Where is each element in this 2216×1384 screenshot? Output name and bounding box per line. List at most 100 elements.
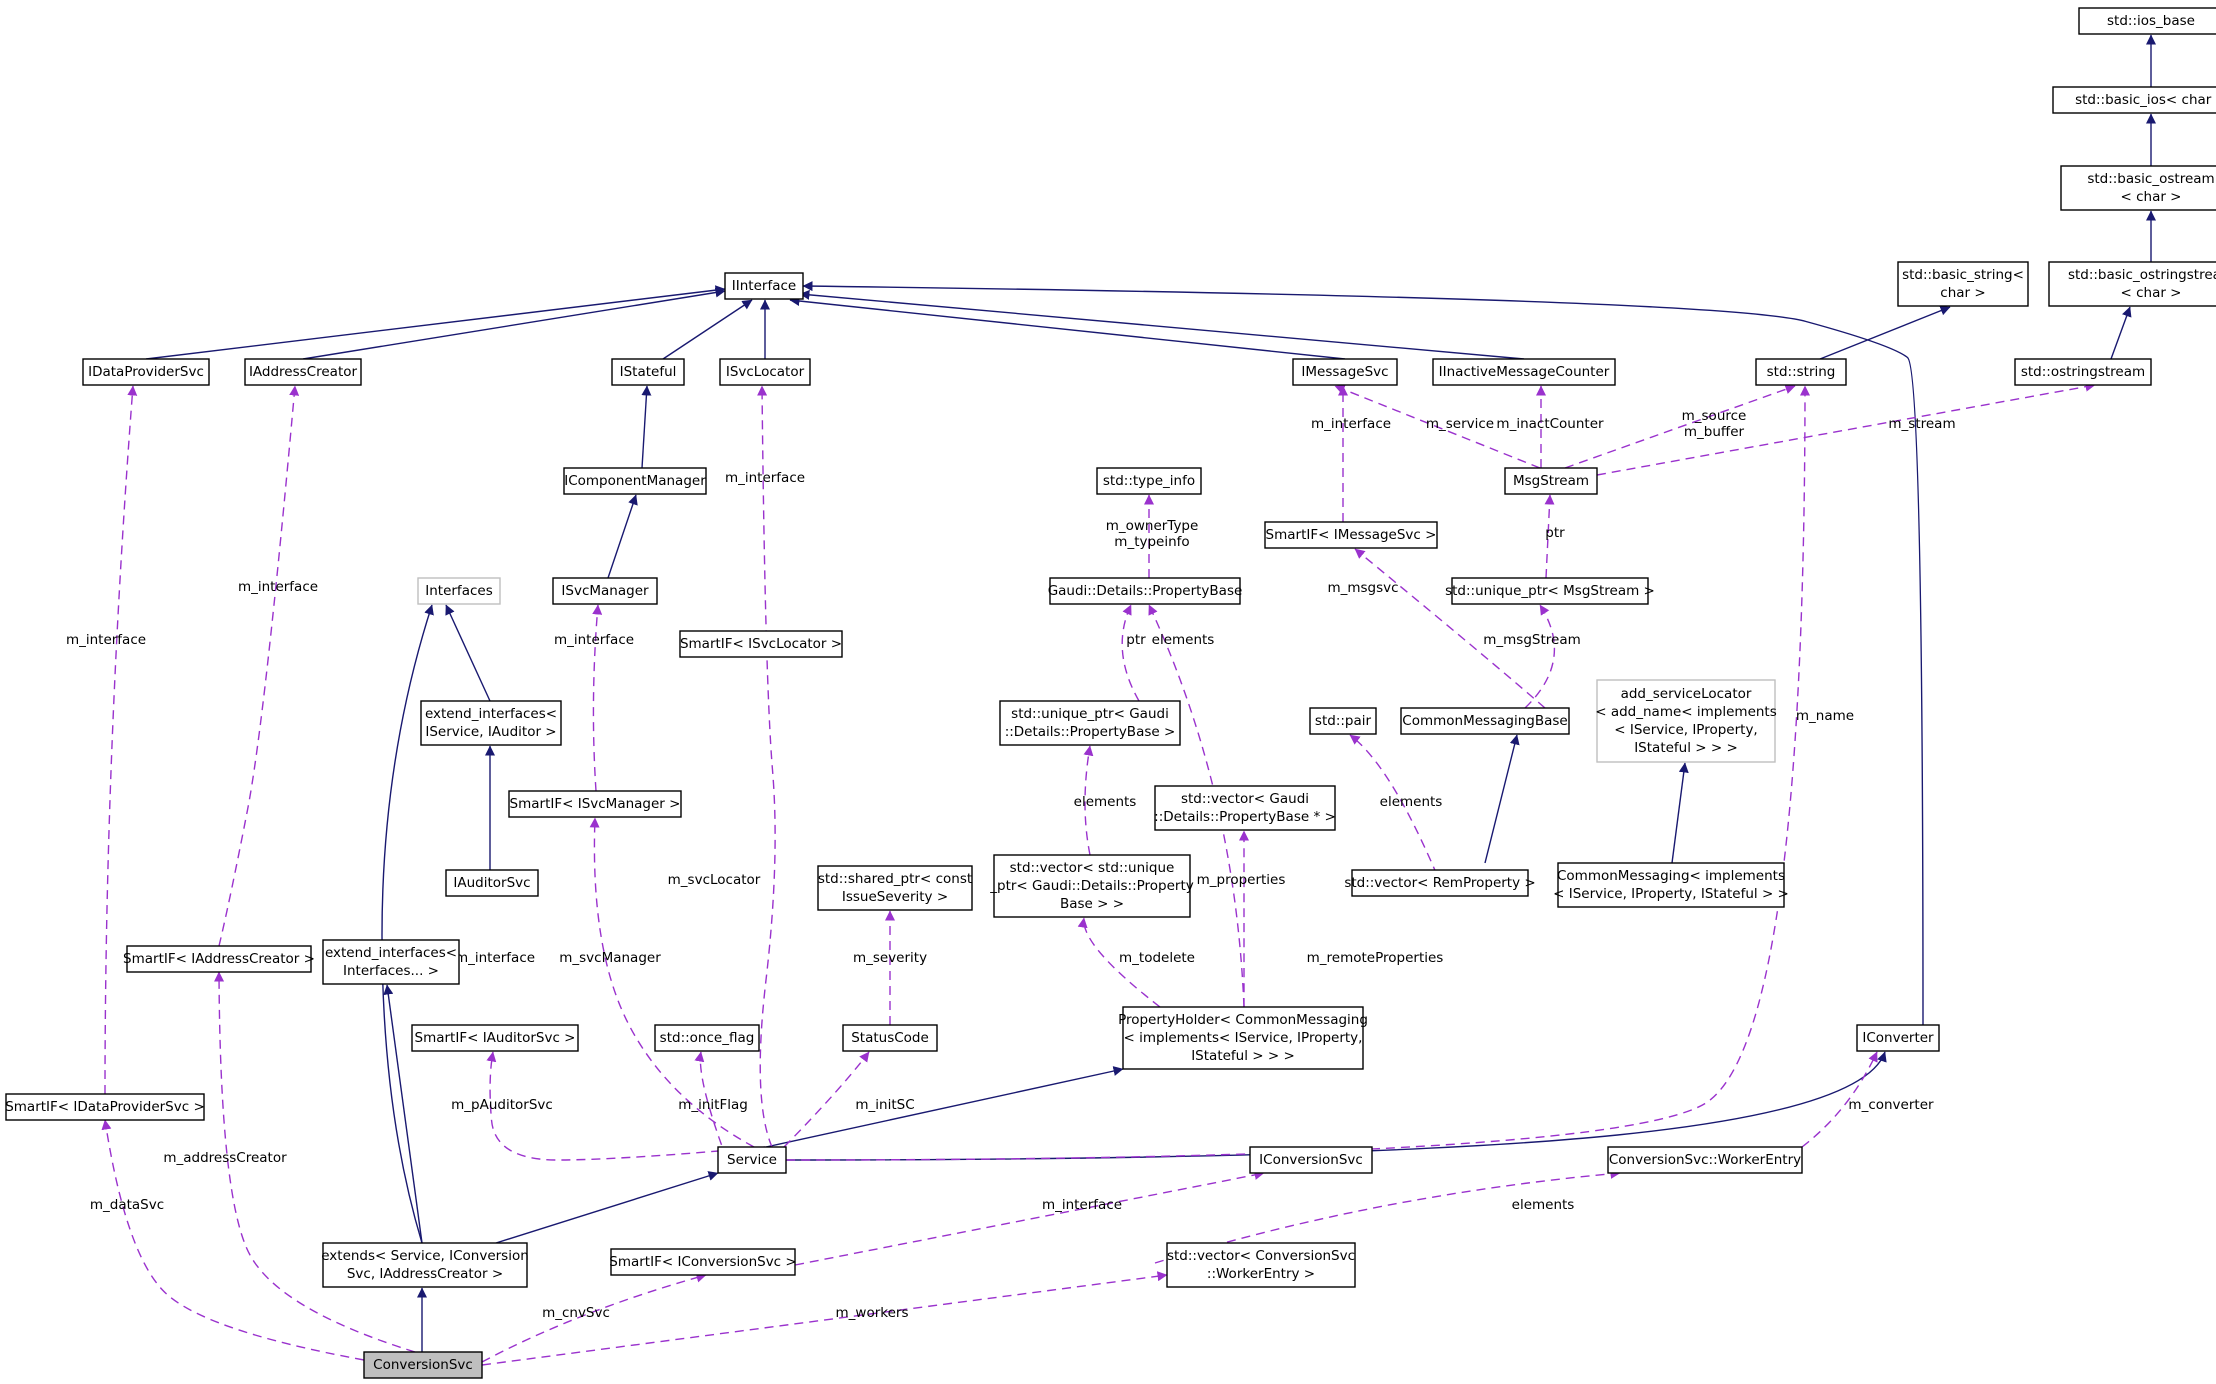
class-node-idataprovidersvc[interactable]: IDataProviderSvc <box>82 358 210 386</box>
class-node-extend-interfaces-service[interactable]: extend_interfaces<IService, IAuditor > <box>420 700 562 746</box>
node-box <box>717 1146 787 1174</box>
node-label: ISvcManager <box>561 583 649 599</box>
class-node-smartif-idataprovidersvc[interactable]: SmartIF< IDataProviderSvc > <box>5 1093 205 1121</box>
class-node-smartif-iaddresscreator[interactable]: SmartIF< IAddressCreator > <box>123 945 315 973</box>
node-label: SmartIF< IDataProviderSvc > <box>5 1099 205 1115</box>
class-node-iconversionsvc[interactable]: IConversionSvc <box>1249 1146 1373 1174</box>
class-node-unique-ptr-propertybase[interactable]: std::unique_ptr< Gaudi::Details::Propert… <box>999 700 1181 746</box>
class-node-vector-unique-ptr[interactable]: std::vector< std::unique_ptr< Gaudi::Det… <box>989 854 1194 918</box>
class-node-icomponentmanager[interactable]: IComponentManager <box>563 467 707 495</box>
class-node-conversionsvc[interactable]: ConversionSvc <box>363 1351 483 1379</box>
class-node-istateful[interactable]: IStateful <box>611 358 685 386</box>
node-box <box>654 1024 760 1052</box>
class-node-iinactivemessagecounter[interactable]: IInactiveMessageCounter <box>1432 358 1616 386</box>
node-box <box>610 1248 796 1276</box>
class-node-msgstream[interactable]: MsgStream <box>1504 467 1598 495</box>
usage-edge-33 <box>1349 734 1438 876</box>
class-node-basic-ostream[interactable]: std::basic_ostream< char > <box>2060 165 2216 211</box>
node-box <box>2014 358 2152 386</box>
class-node-unique-ptr-msgstream[interactable]: std::unique_ptr< MsgStream > <box>1445 577 1655 605</box>
class-node-ostringstream[interactable]: std::ostringstream <box>2014 358 2152 386</box>
edge-label-m-interface: m_interface <box>725 470 805 486</box>
node-box <box>1049 577 1241 605</box>
class-node-imessagesvc[interactable]: IMessageSvc <box>1292 358 1398 386</box>
node-label: Service <box>727 1152 777 1168</box>
class-node-smartif-isvclocator[interactable]: SmartIF< ISvcLocator > <box>679 630 843 658</box>
node-box <box>322 1242 528 1288</box>
usage-edge-32 <box>1524 604 1556 709</box>
node-label: SmartIF< IMessageSvc > <box>1266 527 1437 543</box>
class-node-commonmessagingbase[interactable]: CommonMessagingBase <box>1400 707 1570 735</box>
class-node-basic-ios[interactable]: std::basic_ios< char > <box>2052 86 2216 114</box>
node-label: std::unique_ptr< MsgStream > <box>1445 583 1655 599</box>
edge-label-m-ownerType-typeinfo: m_typeinfo <box>1114 534 1189 550</box>
node-box <box>1432 358 1616 386</box>
usage-edge-31 <box>1354 548 1546 709</box>
node-box <box>508 790 682 818</box>
node-box <box>2052 86 2216 114</box>
class-node-vector-propertybase[interactable]: std::vector< Gaudi::Details::PropertyBas… <box>1154 785 1336 831</box>
class-node-smartif-iauditorsvc[interactable]: SmartIF< IAuditorSvc > <box>411 1024 579 1052</box>
inheritance-edge-6 <box>302 287 726 360</box>
node-label: ConversionSvc::WorkerEntry <box>1609 1152 1801 1168</box>
node-label: Interfaces... > <box>343 963 439 979</box>
node-label: IConversionSvc <box>1259 1152 1363 1168</box>
usage-edge-53 <box>101 1119 365 1361</box>
class-node-vector-remproperty[interactable]: std::vector< RemProperty > <box>1344 869 1536 897</box>
class-node-isvclocator[interactable]: ISvcLocator <box>719 358 811 386</box>
class-node-workerentry[interactable]: ConversionSvc::WorkerEntry <box>1607 1146 1803 1174</box>
class-node-ios-base[interactable]: std::ios_base <box>2078 7 2216 35</box>
edge-label-m-pAuditorSvc: m_pAuditorSvc <box>451 1097 553 1113</box>
class-node-commonmessaging[interactable]: CommonMessaging< implements< IService, I… <box>1553 862 1789 908</box>
class-node-statuscode[interactable]: StatusCode <box>842 1024 938 1052</box>
class-node-basic-string[interactable]: std::basic_string<char > <box>1897 261 2029 307</box>
edge-label-m-properties: m_properties <box>1197 872 1286 888</box>
node-label: std::unique_ptr< Gaudi <box>1011 706 1169 722</box>
edge-label-m-initFlag: m_initFlag <box>678 1097 748 1113</box>
node-box <box>1607 1146 1803 1174</box>
class-node-iauditorsvc[interactable]: IAuditorSvc <box>445 869 539 897</box>
class-node-iconverter[interactable]: IConverter <box>1856 1024 1940 1052</box>
edge-label-m-interface: m_interface <box>1042 1197 1122 1213</box>
class-node-smartif-isvcmanager[interactable]: SmartIF< ISvcManager > <box>508 790 682 818</box>
inheritance-edge-18 <box>1484 734 1520 864</box>
node-box <box>679 630 843 658</box>
class-node-once-flag[interactable]: std::once_flag <box>654 1024 760 1052</box>
usage-edge-24 <box>1334 384 1541 469</box>
edge-label-m-interface: m_interface <box>455 950 535 966</box>
node-label: std::vector< RemProperty > <box>1344 875 1535 891</box>
class-node-type-info[interactable]: std::type_info <box>1096 467 1202 495</box>
inheritance-edge-9 <box>789 296 1346 360</box>
class-node-propertyholder[interactable]: PropertyHolder< CommonMessaging< impleme… <box>1118 1006 1368 1070</box>
class-node-iinterface[interactable]: IInterface <box>724 272 804 300</box>
class-node-iaddresscreator[interactable]: IAddressCreator <box>244 358 362 386</box>
edge-label-m-converter: m_converter <box>1848 1097 1934 1113</box>
node-box <box>842 1024 938 1052</box>
node-label: std::string <box>1767 364 1836 380</box>
class-node-vector-workerentry[interactable]: std::vector< ConversionSvc::WorkerEntry … <box>1166 1242 1356 1288</box>
edge-label-m-stream: m_stream <box>1888 416 1955 432</box>
class-node-interfaces[interactable]: Interfaces <box>417 577 501 605</box>
class-node-std-pair[interactable]: std::pair <box>1309 707 1377 735</box>
class-node-smartif-iconversionsvc[interactable]: SmartIF< IConversionSvc > <box>609 1248 797 1276</box>
class-node-propertybase[interactable]: Gaudi::Details::PropertyBase <box>1048 577 1243 605</box>
class-node-extends[interactable]: extends< Service, IConversionSvc, IAddre… <box>321 1242 529 1288</box>
class-node-add-servicelocator[interactable]: add_serviceLocator< add_name< implements… <box>1595 679 1777 763</box>
class-node-basic-ostringstream[interactable]: std::basic_ostringstream< char > <box>2048 261 2216 307</box>
node-label: CommonMessagingBase <box>1402 713 1567 729</box>
node-label: std::vector< ConversionSvc <box>1167 1248 1355 1264</box>
inheritance-edge-17 <box>383 984 423 1244</box>
node-label: char > <box>1940 285 1985 301</box>
class-node-service[interactable]: Service <box>717 1146 787 1174</box>
node-box <box>2078 7 2216 35</box>
node-label: std::vector< std::unique <box>1010 860 1175 876</box>
class-node-smartif-imessagesvc[interactable]: SmartIF< IMessageSvc > <box>1264 521 1438 549</box>
class-node-std-string[interactable]: std::string <box>1755 358 1847 386</box>
edge-label-m-dataSvc: m_dataSvc <box>90 1197 164 1213</box>
node-label: IAuditorSvc <box>453 875 530 891</box>
class-node-isvcmanager[interactable]: ISvcManager <box>552 577 658 605</box>
class-node-extend-interfaces-pack[interactable]: extend_interfaces<Interfaces... > <box>322 939 460 985</box>
inheritance-edge-22 <box>785 1051 1887 1161</box>
